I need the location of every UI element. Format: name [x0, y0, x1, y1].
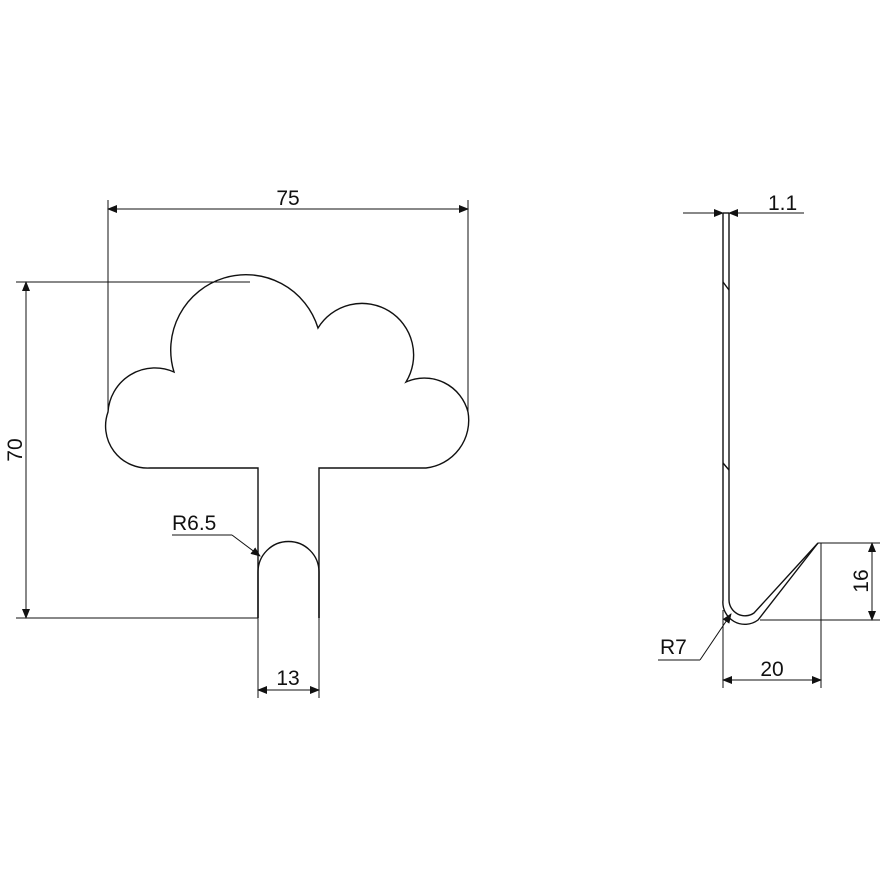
- front-view: 75 70 R6.5 13: [4, 187, 470, 698]
- radius-leader-arrow: [231, 534, 261, 557]
- cloud-hook-outline: [104, 274, 470, 618]
- stem-width-label: 13: [276, 667, 299, 690]
- bend-radius-leader-arrow: [699, 613, 732, 661]
- side-bend-mark: [722, 281, 730, 291]
- width-label: 75: [276, 187, 299, 210]
- stem-arch: [257, 540, 320, 618]
- thickness-label: 1.1: [768, 192, 797, 215]
- side-profile-inner: [728, 213, 819, 617]
- bend-radius-label: R7: [660, 636, 687, 659]
- radius-label: R6.5: [172, 512, 216, 535]
- side-profile-outer: [722, 213, 819, 626]
- side-bend-mark-lower: [722, 462, 730, 471]
- height-label: 70: [4, 438, 27, 461]
- depth-label: 20: [760, 658, 783, 681]
- tip-height-label: 16: [850, 569, 873, 592]
- side-view: 1.1 R7 20 16: [658, 192, 880, 688]
